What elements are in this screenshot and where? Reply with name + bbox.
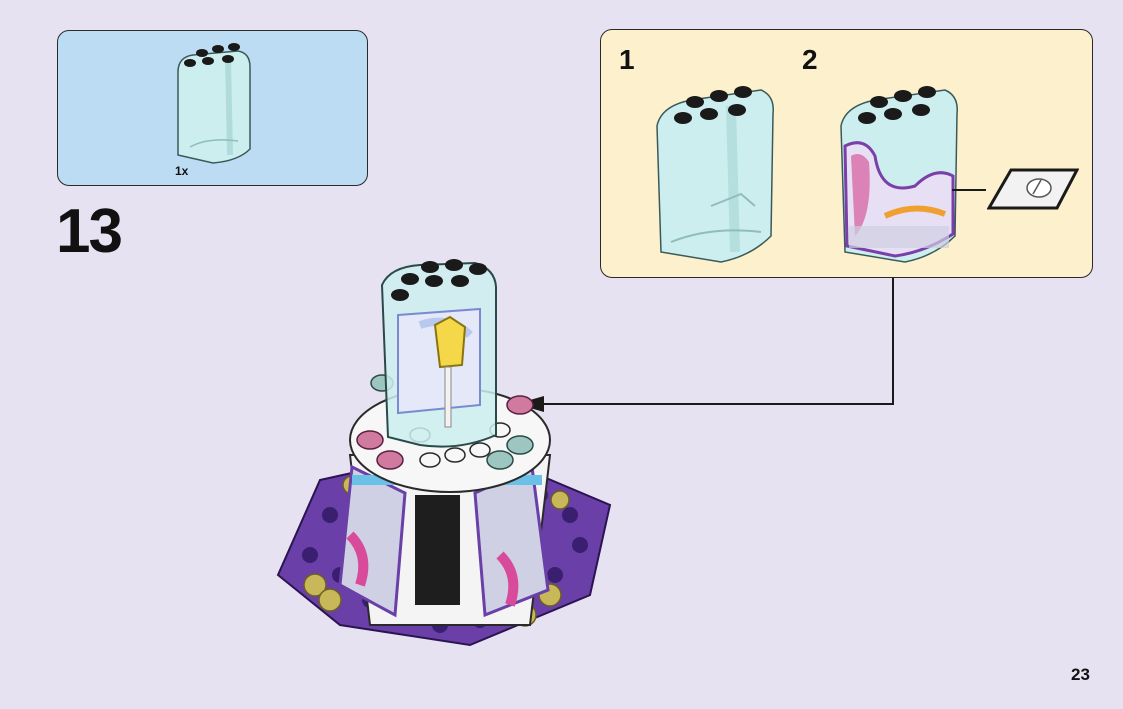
decorated-cylinder-brick-icon	[840, 86, 958, 263]
parts-list-panel: 1x	[57, 30, 368, 186]
parts-quantity: 1x	[175, 164, 189, 178]
sticker-icon	[987, 168, 1079, 210]
substep-panel: 1 2	[600, 29, 1093, 278]
step-number: 13	[56, 197, 123, 266]
transparent-cylinder-brick-icon	[177, 43, 251, 164]
transparent-cylinder-brick-icon	[656, 86, 774, 263]
substep-label-2: 2	[802, 44, 818, 75]
page-number: 23	[1071, 665, 1090, 684]
substep-label-1: 1	[619, 44, 635, 75]
assembled-model-illustration	[276, 259, 612, 647]
